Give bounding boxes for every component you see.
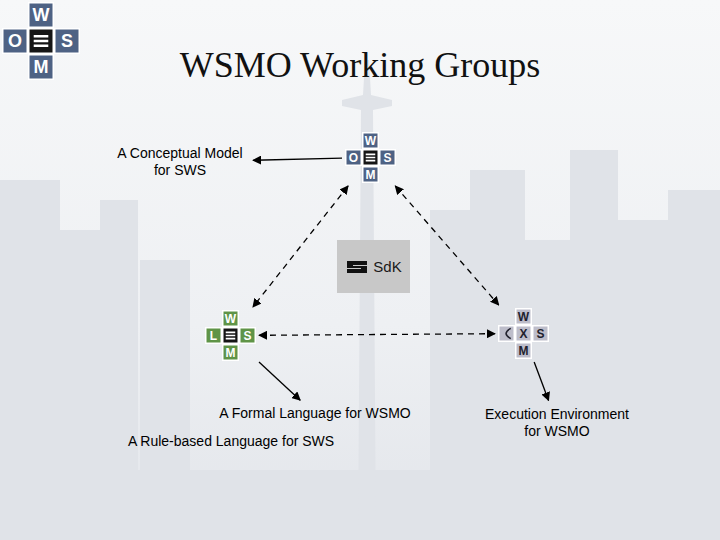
logo-square	[380, 150, 396, 166]
logo-cell: S	[239, 327, 256, 344]
logo-square	[223, 311, 239, 327]
logo-cell: X	[515, 325, 532, 342]
logo-square	[223, 345, 239, 361]
logo-square	[516, 343, 532, 359]
logo-letter: S	[243, 330, 251, 342]
dashed-connector	[259, 334, 495, 336]
logo-square	[516, 309, 532, 325]
logo-square	[55, 29, 80, 54]
logo-square	[29, 29, 54, 54]
logo-glyph	[366, 154, 376, 160]
logo-letter: M	[34, 58, 49, 76]
dashed-connector	[253, 186, 348, 307]
arrow-connector	[253, 158, 342, 160]
logo-letter: O	[8, 32, 22, 50]
logo-letter: M	[366, 169, 376, 181]
logo-cross: WO SM	[2, 2, 80, 80]
logo-cell: M	[362, 166, 379, 183]
logo-arc	[506, 328, 511, 338]
sdk-glyph	[345, 259, 369, 275]
arrow-connector	[534, 362, 548, 401]
logo-square	[363, 133, 379, 149]
logo-glyph	[226, 332, 236, 338]
logo-cell: W	[222, 310, 239, 327]
arrow-connector	[259, 362, 300, 400]
logo-square	[3, 29, 28, 54]
logo-square	[499, 326, 515, 342]
logo-square	[363, 167, 379, 183]
logo-letter: W	[225, 313, 236, 325]
logo-cell: M	[515, 342, 532, 359]
logo-cross: WL SM	[205, 310, 256, 361]
description: A Conceptual Model for SWS	[112, 145, 248, 180]
title: WSMO Working Groups	[0, 44, 720, 87]
logo-letter: W	[33, 6, 50, 24]
logo-cell: W	[362, 132, 379, 149]
sdk-glyph-shape	[347, 261, 367, 273]
description-text: Execution Environment for WSMO	[475, 404, 640, 443]
logo-square	[346, 150, 362, 166]
logo-letter: L	[210, 330, 217, 342]
skyline	[0, 60, 720, 540]
logo-letter: M	[519, 345, 529, 357]
logo-cell: M	[222, 344, 239, 361]
logo-glyph	[34, 36, 49, 45]
logo-letter: M	[226, 347, 236, 359]
logo-cell: S	[54, 28, 80, 54]
logo-letter: W	[518, 311, 529, 323]
description-text: A Formal Language for WSMO	[217, 403, 412, 425]
logo-square	[516, 326, 532, 342]
logo-letter: S	[536, 328, 544, 340]
logo-cross: WXSM	[498, 308, 549, 359]
logo-cross: WO SM	[345, 132, 396, 183]
logo-square	[223, 328, 239, 344]
logo-letter: S	[383, 152, 391, 164]
logo-letter: S	[61, 32, 73, 50]
description: A Formal Language for WSMO	[219, 405, 410, 423]
logo-letter: W	[365, 135, 376, 147]
logo-square	[363, 150, 379, 166]
logo-cell: O	[2, 28, 28, 54]
logo-letter: X	[519, 328, 527, 340]
description-text: A Conceptual Model for SWS	[110, 143, 250, 182]
logo-square	[29, 3, 54, 28]
description: A Rule-based Language for SWS	[126, 431, 336, 453]
sdk-logo-box: SdK	[337, 240, 409, 293]
logo-square	[206, 328, 222, 344]
logo-cell: S	[532, 325, 549, 342]
logo-cell: O	[345, 149, 362, 166]
logo-cell: W	[515, 308, 532, 325]
logo-square	[29, 55, 54, 80]
logo-cell: W	[28, 2, 54, 28]
logo-square	[533, 326, 549, 342]
sdk-label: SdK	[373, 258, 401, 275]
description: Execution Environment for WSMO	[477, 406, 638, 441]
logo-letter: O	[349, 152, 358, 164]
logo-cell: L	[205, 327, 222, 344]
logo-square	[240, 328, 256, 344]
logo-cell: M	[28, 54, 54, 80]
logo-cell: S	[379, 149, 396, 166]
dashed-connector	[395, 186, 498, 305]
